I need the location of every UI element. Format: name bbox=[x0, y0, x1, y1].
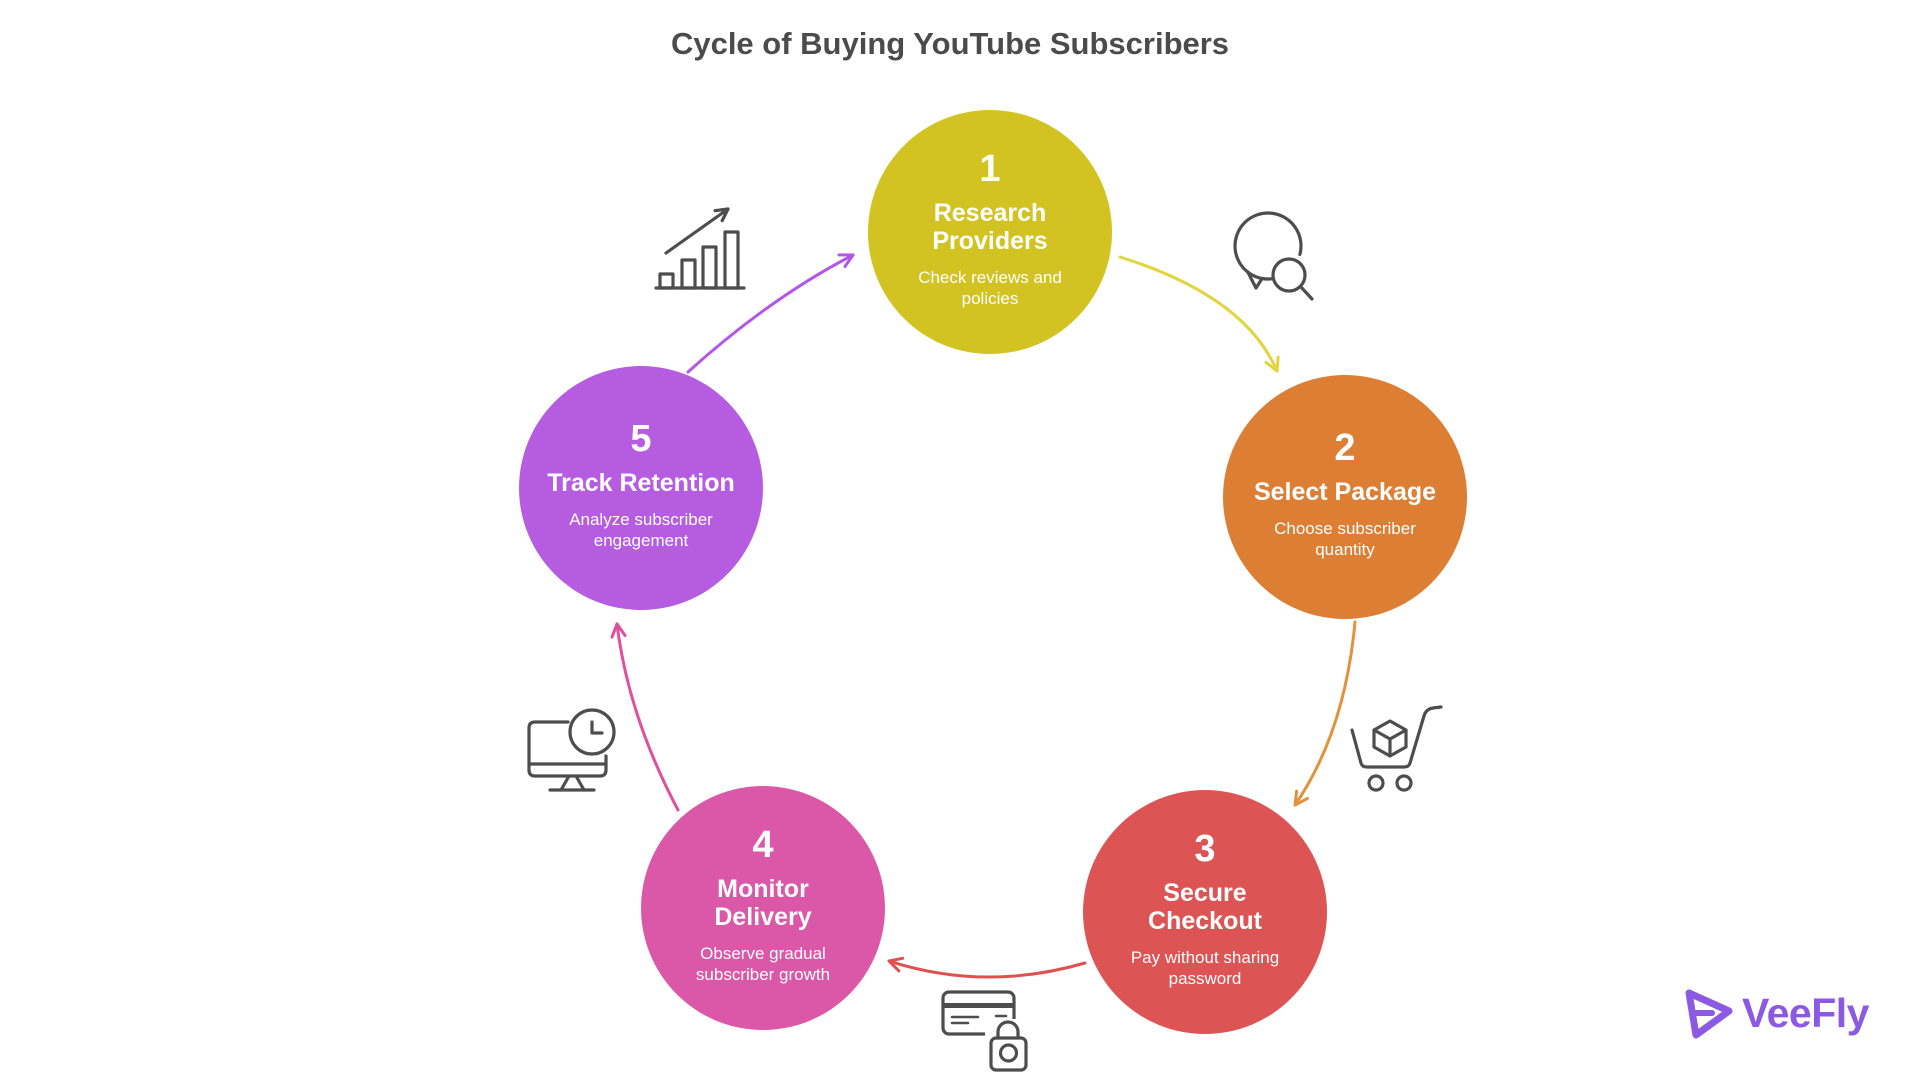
veefly-logo-text: VeeFly bbox=[1742, 989, 1869, 1036]
card-lock-icon bbox=[941, 990, 1033, 1080]
step-title: Track Retention bbox=[547, 468, 735, 497]
step-number: 4 bbox=[752, 823, 774, 866]
page-title: Cycle of Buying YouTube Subscribers bbox=[670, 26, 1230, 61]
veefly-logo: VeeFly bbox=[1672, 986, 1869, 1040]
step-circle-research-providers: 1 Research Providers Check reviews and p… bbox=[868, 110, 1112, 354]
cycle-arrows bbox=[610, 253, 1357, 979]
arrow-step1-to-step2 bbox=[1118, 255, 1280, 373]
step-circle-secure-checkout: 3 Secure Checkout Pay without sharing pa… bbox=[1083, 790, 1327, 1034]
arrow-step5-to-step1 bbox=[686, 253, 855, 374]
monitor-clock-icon bbox=[527, 708, 616, 792]
step-number: 5 bbox=[630, 417, 652, 460]
step-number: 2 bbox=[1334, 426, 1356, 469]
veefly-logo-icon bbox=[1685, 989, 1733, 1039]
step-circle-monitor-delivery: 4 Monitor Delivery Observe gradual subsc… bbox=[641, 786, 885, 1030]
step-number: 1 bbox=[979, 147, 1001, 190]
step-circle-track-retention: 5 Track Retention Analyze subscriber eng… bbox=[519, 366, 763, 610]
arrow-step3-to-step4 bbox=[887, 956, 1087, 979]
step-title: Monitor Delivery bbox=[714, 874, 812, 931]
arrow-step4-to-step5 bbox=[610, 622, 680, 812]
step-description: Analyze subscriber engagement bbox=[569, 509, 713, 551]
step-title: Secure Checkout bbox=[1148, 878, 1262, 935]
step-description: Choose subscriber quantity bbox=[1274, 518, 1416, 560]
step-description: Pay without sharing password bbox=[1130, 948, 1280, 989]
cart-package-icon bbox=[1350, 705, 1443, 792]
step-title: Select Package bbox=[1253, 477, 1437, 506]
step-circle-select-package: 2 Select Package Choose subscriber quant… bbox=[1223, 375, 1467, 619]
step-number: 3 bbox=[1194, 827, 1216, 870]
growth-chart-icon bbox=[654, 207, 746, 290]
chat-search-icon bbox=[1233, 211, 1314, 301]
arrow-step2-to-step3 bbox=[1293, 620, 1357, 807]
step-description: Check reviews and policies bbox=[918, 268, 1062, 309]
step-description: Observe gradual subscriber growth bbox=[695, 944, 831, 985]
step-title: Research Providers bbox=[932, 198, 1048, 255]
step-icons bbox=[527, 207, 1443, 1080]
